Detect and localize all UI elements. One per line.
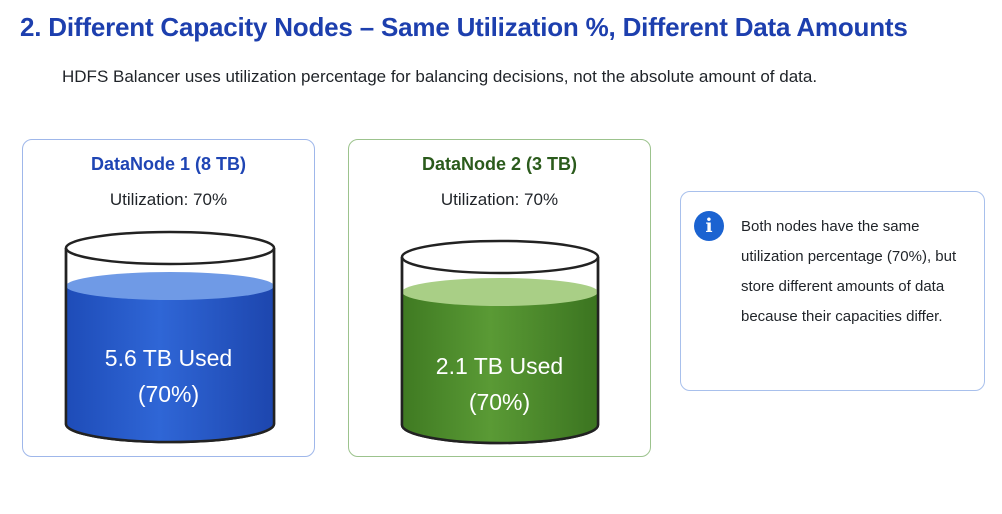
page-subtitle: HDFS Balancer uses utilization percentag…: [62, 67, 818, 86]
datanode-2-name: DataNode 2 (3 TB): [421, 154, 578, 174]
datanode-1-utilization: Utilization: 70%: [109, 190, 228, 209]
info-text: Both nodes have the same utilization per…: [741, 218, 957, 325]
datanode-1-fill: [66, 286, 274, 442]
info-callout: i Both nodes have the same utilization p…: [680, 191, 985, 391]
datanode-2-cylinder: [400, 239, 600, 445]
datanode-2-usage: 2.1 TB Used (70%): [349, 348, 650, 420]
datanode-1-name: DataNode 1 (8 TB): [90, 154, 247, 174]
datanode-2-fill: [402, 292, 598, 443]
datanode-1-used-label: 5.6 TB Used: [104, 345, 233, 371]
datanode-1-cylinder: [64, 230, 276, 444]
page-title: 2. Different Capacity Nodes – Same Utili…: [20, 12, 908, 42]
datanode-1-usage: 5.6 TB Used (70%): [23, 340, 314, 412]
info-icon: i: [694, 211, 724, 241]
datanode-1-percent-label: (70%): [137, 381, 200, 407]
datanode-2-used-label: 2.1 TB Used: [435, 353, 564, 379]
datanode-2-card: DataNode 2 (3 TB) Utilization: 70% 2.1 T…: [348, 139, 651, 457]
datanode-2-utilization: Utilization: 70%: [440, 190, 559, 209]
datanode-1-card: DataNode 1 (8 TB) Utilization: 70% 5.6 T…: [22, 139, 315, 457]
datanode-2-percent-label: (70%): [468, 389, 531, 415]
